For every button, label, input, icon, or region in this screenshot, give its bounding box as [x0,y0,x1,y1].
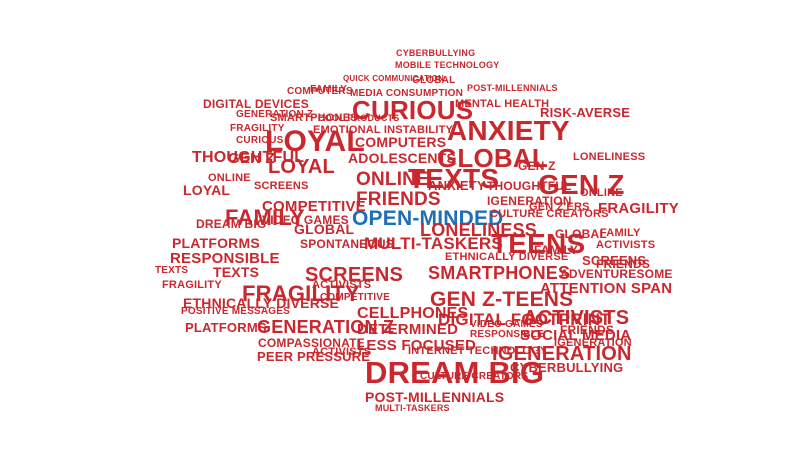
word-friends-3: FRIENDS [596,257,651,271]
word-fragility-3: FRAGILITY [230,123,285,134]
word-loneliness: LONELINESS [420,220,538,240]
word-thoughtful: THOUGHTFUL [192,149,305,166]
word-culture-creators: CULTURE CREATORS [490,208,609,220]
word-ethnically-diverse: ETHNICALLY DIVERSE [183,295,340,311]
word-emotional-instability: EMOTIONAL INSTABILITY [313,124,454,136]
word-multi-taskers-2: MULTI-TASKERS [375,403,450,413]
word-internet-technology: INTERNET TECHNOLOGY [408,345,548,357]
word-cyberbullying-2: CYBERBULLYING [396,48,476,58]
word-gen-z-2: GEN Z [228,150,275,167]
word-spontaneous: SPONTANEOUS [300,237,394,251]
word-texts-3: TEXTS [155,265,189,276]
word-gen-z-3: GEN Z [518,159,556,173]
word-curious-2: CURIOUS [236,135,284,146]
word-activists-4: ACTIVISTS [596,239,656,251]
word-gen-zers: GEN Z'ERS [529,201,590,213]
word-post-millennials: POST-MILLENNIALS [365,389,505,405]
word-cellphones: CELLPHONES [357,305,469,322]
word-igeneration: IGENERATION [492,343,632,365]
word-screens-3: SCREENS [582,253,647,268]
word-multi-taskers: MULTI-TASKERS [364,234,503,253]
word-online-3: ONLINE [580,187,623,199]
word-online-2: ONLINE [208,172,251,184]
word-fragility-2: FRAGILITY [598,200,679,217]
word-family-3: FAMILY [600,227,641,239]
word-culture-creators-2: CULTURE CREATORS [420,371,529,382]
word-anxiety: ANXIETY [447,115,570,146]
word-texts: TEXTS [408,163,500,194]
word-family-2: FAMILY [534,243,579,257]
word-thoughtful-2: THOUGHTFUL [487,179,572,193]
word-platforms-2: PLATFORMS [185,320,267,335]
word-positive-messages: POSITIVE MESSAGES [181,306,290,317]
word-computers: COMPUTERS [355,134,447,150]
word-loyal-2: LOYAL [268,156,335,178]
word-determined: DETERMINED [357,321,459,338]
word-risk-averse: RISK-AVERSE [540,105,631,120]
word-mental-health: MENTAL HEALTH [455,98,550,110]
word-gen-z-teens: GEN Z-TEENS [430,288,574,311]
word-competitive: COMPETITIVE [262,198,366,215]
word-anxiety-small: ANXIETY [428,178,486,193]
word-less-focused: LESS FOCUSED [357,337,477,354]
word-generation-z-2: GENERATION Z [236,109,314,120]
word-video-games-2: VIDEO GAMES [470,319,543,330]
word-compassionate: COMPASSIONATE [258,336,365,350]
word-curious: CURIOUS [352,95,474,125]
word-activists-2: ACTIVISTS [312,279,372,291]
word-activists-3: ACTIVISTS [312,346,372,358]
word-family-4: FAMILY [310,84,347,95]
word-video-games: VIDEO GAMES [262,213,349,227]
word-competitive-2: COMPETITIVE [320,292,390,303]
word-mobile-technology: MOBILE TECHNOLOGY [395,60,500,70]
word-gen-z: GEN Z [538,169,625,200]
word-dream-big: DREAM BIG [365,355,545,390]
word-computers-2: COMPUTERS [287,86,353,97]
word-post-millennials-2: POST-MILLENNIALS [467,83,558,93]
word-global-4: GLOBAL [412,75,456,86]
word-adolescents: ADOLESCENTS [348,150,456,166]
word-global-3: GLOBAL [555,227,607,241]
word-screens-2: SCREENS [254,180,309,192]
word-friends: FRIENDS [356,189,441,210]
word-activists: ACTIVISTS [523,307,630,329]
word-attention-span: ATTENTION SPAN [540,280,673,297]
word-cyberbullying: CYBERBULLYING [510,360,624,375]
word-fragility-4: FRAGILITY [162,279,222,291]
word-family: FAMILY [225,205,305,230]
word-open-minded: OPEN-MINDED [352,207,504,230]
word-ethnically-diverse-2: ETHNICALLY DIVERSE [445,251,569,263]
word-cool-products: COOL PRODUCTS [318,113,400,123]
word-teens: TEENS [491,228,586,259]
word-platforms: PLATFORMS [172,235,260,251]
word-loyal-3: LOYAL [183,182,231,198]
word-igeneration-3: IGENERATION [487,194,572,208]
word-peer-pressure: PEER PRESSURE [257,349,371,364]
word-texts-2: TEXTS [213,264,260,280]
word-responsible-2: RESPONSIBLE [470,329,544,340]
word-media-consumption: MEDIA CONSUMPTION [350,88,464,99]
word-igeneration-2: IGENERATION [554,337,632,349]
word-screens: SCREENS [305,264,404,286]
word-global: GLOBAL [437,143,548,173]
word-loneliness-2: LONELINESS [573,151,646,163]
word-generation-z: GENERATION Z [257,317,395,337]
word-quick-communication: QUICK COMMUNICATION [343,74,444,83]
word-smartphones-2: SMARTPHONES [270,112,358,124]
word-smartphones: SMARTPHONES [428,263,571,283]
word-adventuresome: ADVENTURESOME [560,267,673,281]
word-online: ONLINE [356,169,429,190]
word-fragility: FRAGILITY [242,281,360,306]
word-digital-footprint: DIGITAL FOOTPRINT [438,310,611,329]
word-loyal: LOYAL [265,125,365,158]
word-responsible: RESPONSIBLE [170,250,280,267]
word-social-media: SOCIAL MEDIA [520,327,632,344]
word-friends-2: FRIENDS [560,323,615,337]
word-dream-big-2: DREAM BIG [196,217,267,231]
word-global-small: GLOBAL [294,221,355,237]
word-digital-devices: DIGITAL DEVICES [203,97,309,111]
